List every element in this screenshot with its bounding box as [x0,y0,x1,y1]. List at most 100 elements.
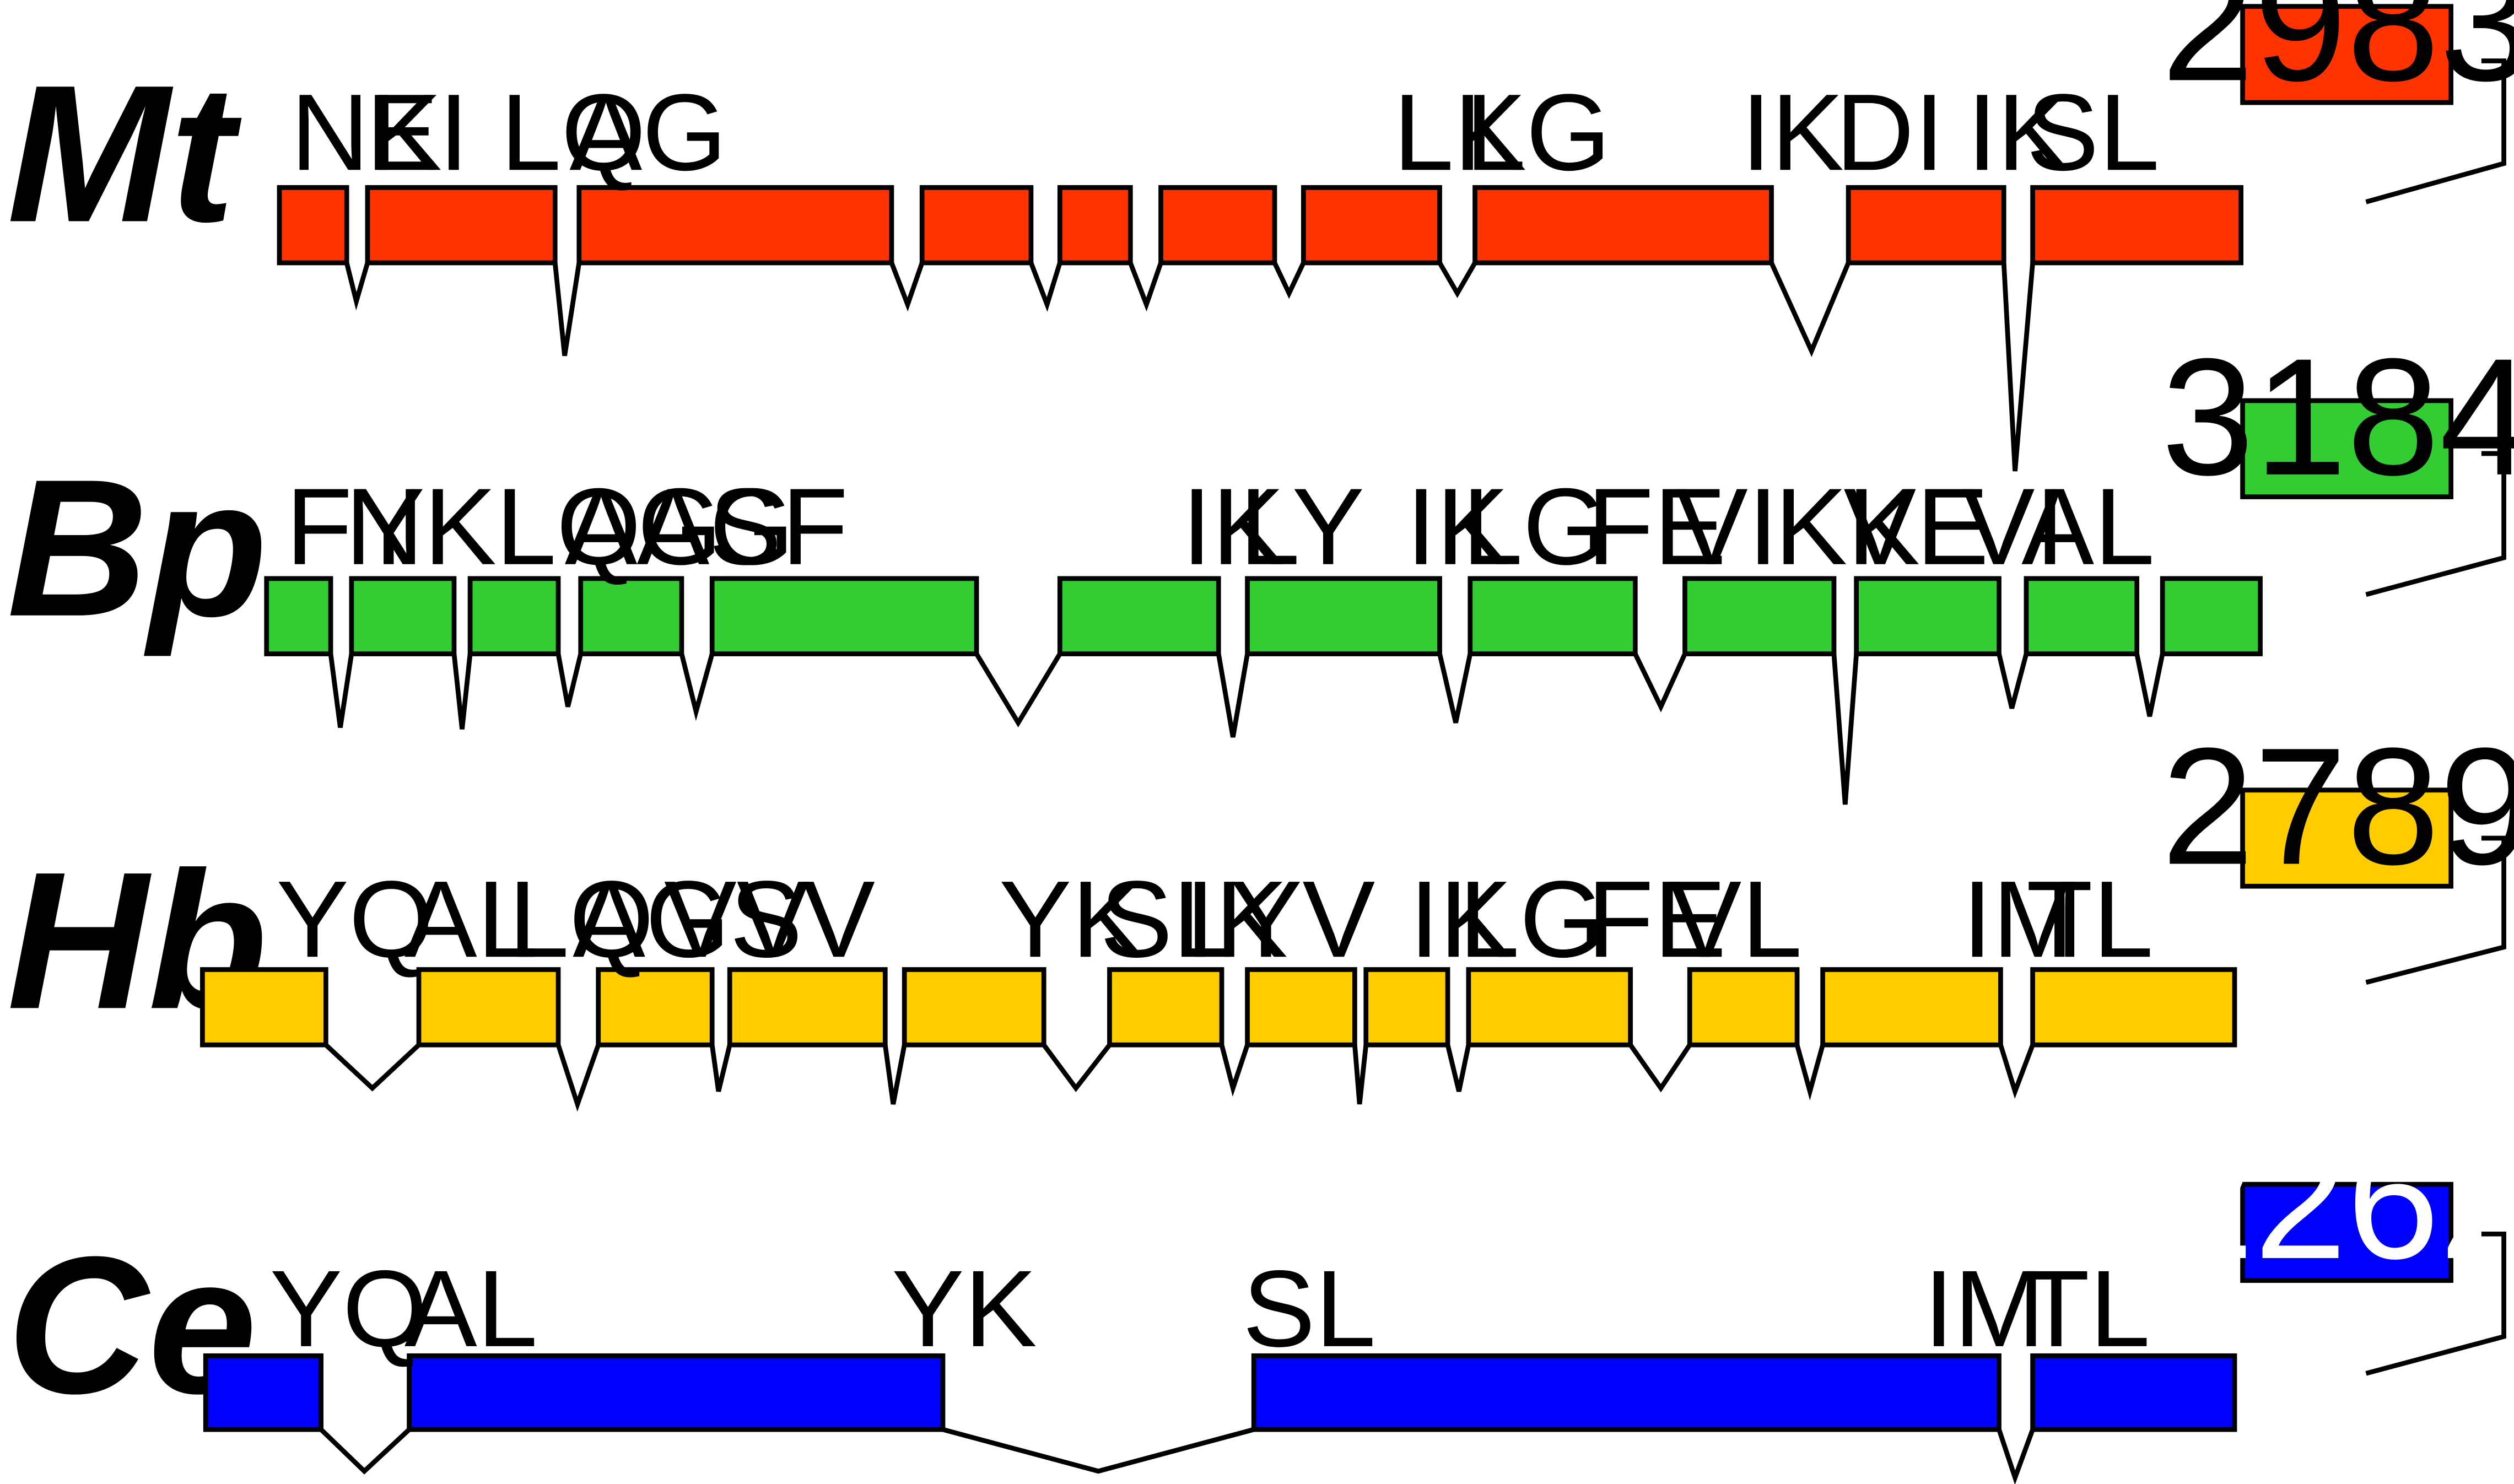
junction-label: VL [1669,858,1802,980]
exon [596,967,715,1048]
exon [1158,185,1277,266]
intron [555,653,583,708]
junction-label: IM [1962,858,2084,980]
length-box [2240,4,2453,105]
junction-label: NK [290,71,442,193]
exons-bp [264,576,2263,656]
intron [942,1427,1255,1474]
intron [1769,262,1851,357]
junction-label: VV [664,858,810,980]
intron [1831,654,1859,805]
length-value: 2789 [2161,714,2514,900]
intron [974,652,1062,728]
length-box [2240,398,2453,499]
junction-label: IK [1182,466,1285,587]
junction-label: FE [1587,466,1727,587]
introns-mt [344,261,2035,472]
junction-label: KK [1774,466,1920,587]
length-value: 3184 [2161,324,2514,510]
exon [264,576,333,656]
exon [578,576,684,656]
junction-labels-ce: YQ AL YK SL IM TL [270,1248,2150,1369]
length-box-bp: 3184 [2161,324,2514,597]
intron [1272,262,1306,299]
exon [2030,1353,2237,1432]
length-bracket [2365,451,2506,597]
exon [1846,185,2006,266]
exon [576,185,894,266]
junction-label: SF [709,466,848,587]
junction-label: AL [404,1248,538,1369]
exon [1820,967,2003,1048]
exon [2024,576,2139,656]
junction-label: VE [1843,466,1989,587]
species-label-bp: Bp [7,439,268,659]
exon [709,576,979,656]
junction-label: AG [573,858,730,980]
junction-labels-hb: YQ AL LQ AG VV SV YK SL IK YV IK LG FE V… [276,858,2154,980]
exon [1301,185,1442,266]
junction-label: IK [1409,858,1512,980]
intron [1216,653,1250,738]
exon [1682,576,1837,656]
junction-label: TL [2026,858,2154,980]
junction-label: LY [1239,466,1364,587]
junction-label: LG [1465,71,1611,193]
junction-label: IK [1406,466,1509,587]
intron [1794,1044,1825,1100]
exon [416,967,561,1048]
exon [1107,967,1224,1048]
intron [1998,1044,2035,1099]
junction-label: AG [637,466,795,587]
exon [1363,967,1450,1048]
intron [1437,653,1473,724]
intron [1128,262,1163,312]
junction-label: VI [1962,466,2065,587]
intron [1445,1044,1471,1092]
intron [1352,1044,1369,1105]
gene-row-mt: Mt NK EI LQ AG [7,0,2514,472]
exon [1466,967,1633,1048]
gene-row-ce: Ce YQ AL YK SL IM TL 2262 [7,1108,2514,1484]
intron [1633,652,1687,713]
junction-label: EI [366,71,469,193]
exon [1251,1353,2002,1432]
intron [679,653,715,721]
junction-label: AL [404,858,538,980]
gene-row-hb: Hb YQ [7,714,2514,1112]
junction-label: SL [1243,1248,1376,1369]
gene-row-bp: Bp FY [7,324,2514,805]
exon [919,185,1034,266]
intron [882,1044,907,1105]
junction-label: YQ [276,858,434,980]
length-box-hb: 2789 [2161,714,2514,985]
exon [1245,967,1357,1048]
junction-label: YQ [270,1248,428,1369]
junction-label: AG [569,71,727,193]
intron [324,1043,420,1092]
junction-label: LG [1462,466,1607,587]
introns-hb [324,1043,2035,1112]
junction-label: LQ [509,858,654,980]
intron [344,262,370,311]
junction-label: IK [1185,858,1288,980]
exon [1472,185,1774,266]
junction-label: AG [565,466,722,587]
junction-label: LK [1393,71,1526,193]
exon [277,185,349,266]
exon [365,185,558,266]
intron [552,262,582,357]
junction-labels-bp: FY NK LQ AG AG SF IK LY IK LG FE VI KK V… [286,466,2155,587]
introns-ce [319,1427,2035,1484]
junction-label: YK [999,858,1145,980]
junction-label: NK [345,466,497,587]
intron [709,1044,732,1092]
length-bracket [2365,835,2506,985]
exons-ce [203,1353,2237,1432]
intron [1042,1043,1112,1092]
junction-label: YV [1230,858,1375,980]
junction-labels-mt: NK EI LQ AG LK LG IK DI IK SL [290,71,2159,193]
exon [2030,185,2244,266]
exon [200,967,328,1048]
length-bracket [2365,1231,2506,1376]
